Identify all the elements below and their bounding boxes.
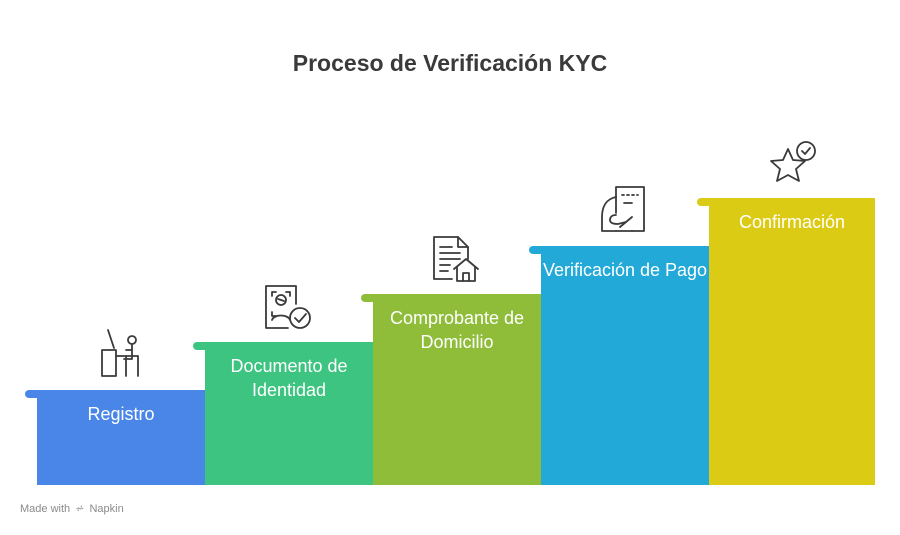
star-check-icon: [766, 137, 818, 189]
step-registro: Registro: [25, 390, 205, 485]
footer-prefix: Made with: [20, 503, 71, 515]
hand-receipt-icon: [598, 185, 650, 237]
step-bar: [37, 390, 205, 485]
napkin-logo-icon: ⩫: [75, 503, 85, 515]
step-documento-identidad: Documento de Identidad: [193, 342, 373, 485]
footer-brand: Napkin: [89, 503, 124, 515]
step-bar: [709, 198, 875, 485]
step-label: Registro: [87, 404, 155, 424]
step-bar: [205, 342, 373, 485]
document-home-icon: [430, 233, 482, 285]
step-label: Verificación de Pago: [542, 260, 708, 280]
step-label: Comprobante de Domicilio: [389, 308, 525, 352]
step-verificacion-pago: Verificación de Pago: [529, 246, 709, 485]
person-at-desk-icon: [96, 326, 148, 378]
diagram-title: Proceso de Verificación KYC: [292, 50, 608, 76]
step-bar: [373, 294, 541, 485]
step-bar: [541, 246, 709, 485]
step-label: Documento de Identidad: [230, 356, 348, 400]
step-confirmacion: Confirmación: [697, 198, 875, 485]
step-label: Confirmación: [738, 212, 846, 232]
step-comprobante-domicilio: Comprobante de Domicilio: [361, 294, 541, 485]
footer-credit: Made with ⩫ Napkin: [20, 502, 124, 515]
id-document-check-icon: [262, 282, 314, 334]
